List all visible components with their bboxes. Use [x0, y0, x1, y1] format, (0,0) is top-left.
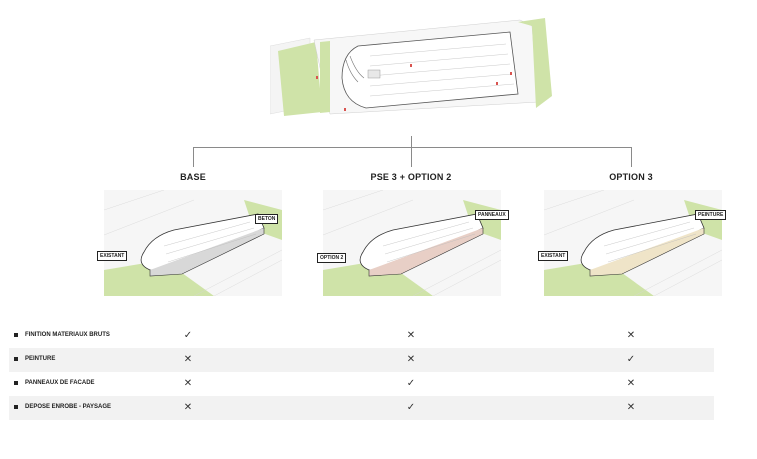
check-icon: ✓ — [406, 402, 416, 413]
option-render-option3: PEINTURE EXISTANT — [538, 189, 727, 297]
table-row: FINITION MATERIAUX BRUTS ✓ ✕ ✕ — [9, 324, 714, 348]
row-label: FINITION MATERIAUX BRUTS — [25, 332, 110, 338]
cross-icon: ✕ — [626, 330, 636, 341]
table-row: PANNEAUX DE FACADE ✕ ✓ ✕ — [9, 372, 714, 396]
tag-existant: EXISTANT — [97, 251, 128, 261]
table-row: PEINTURE ✕ ✕ ✓ — [9, 348, 714, 372]
connector-trunk — [411, 136, 412, 148]
row-label: PEINTURE — [25, 356, 56, 362]
cross-icon: ✕ — [183, 402, 193, 413]
cross-icon: ✕ — [626, 378, 636, 389]
bullet-icon — [14, 333, 18, 337]
tag-existant: EXISTANT — [538, 251, 569, 261]
connector-center — [411, 147, 412, 167]
connector-left — [193, 147, 194, 167]
option-render-pse3: PANNEAUX OPTION 2 — [317, 189, 509, 297]
connector-bar — [193, 147, 632, 148]
tag-panneaux: PANNEAUX — [475, 210, 509, 220]
cross-icon: ✕ — [183, 354, 193, 365]
check-icon: ✓ — [406, 378, 416, 389]
row-label: PANNEAUX DE FACADE — [25, 380, 95, 386]
bullet-icon — [14, 357, 18, 361]
tag-peinture: PEINTURE — [695, 210, 727, 220]
option-render-base: BETON EXISTANT — [97, 189, 283, 297]
tag-beton: BETON — [255, 214, 279, 224]
cross-icon: ✕ — [183, 378, 193, 389]
cross-icon: ✕ — [406, 354, 416, 365]
bullet-icon — [14, 381, 18, 385]
option-title-option3: OPTION 3 — [609, 172, 653, 182]
bullet-icon — [14, 405, 18, 409]
row-label: DEPOSE ENROBE - PAYSAGE — [25, 404, 112, 410]
check-icon: ✓ — [626, 354, 636, 365]
comparison-table: FINITION MATERIAUX BRUTS ✓ ✕ ✕ PEINTURE … — [9, 324, 714, 420]
site-plan — [269, 16, 560, 122]
table-row: DEPOSE ENROBE - PAYSAGE ✕ ✓ ✕ — [9, 396, 714, 420]
option-title-base: BASE — [180, 172, 206, 182]
check-icon: ✓ — [183, 330, 193, 341]
cross-icon: ✕ — [406, 330, 416, 341]
cross-icon: ✕ — [626, 402, 636, 413]
option-title-pse3: PSE 3 + OPTION 2 — [370, 172, 452, 182]
tag-option-2: OPTION 2 — [317, 253, 347, 263]
connector-right — [631, 147, 632, 167]
